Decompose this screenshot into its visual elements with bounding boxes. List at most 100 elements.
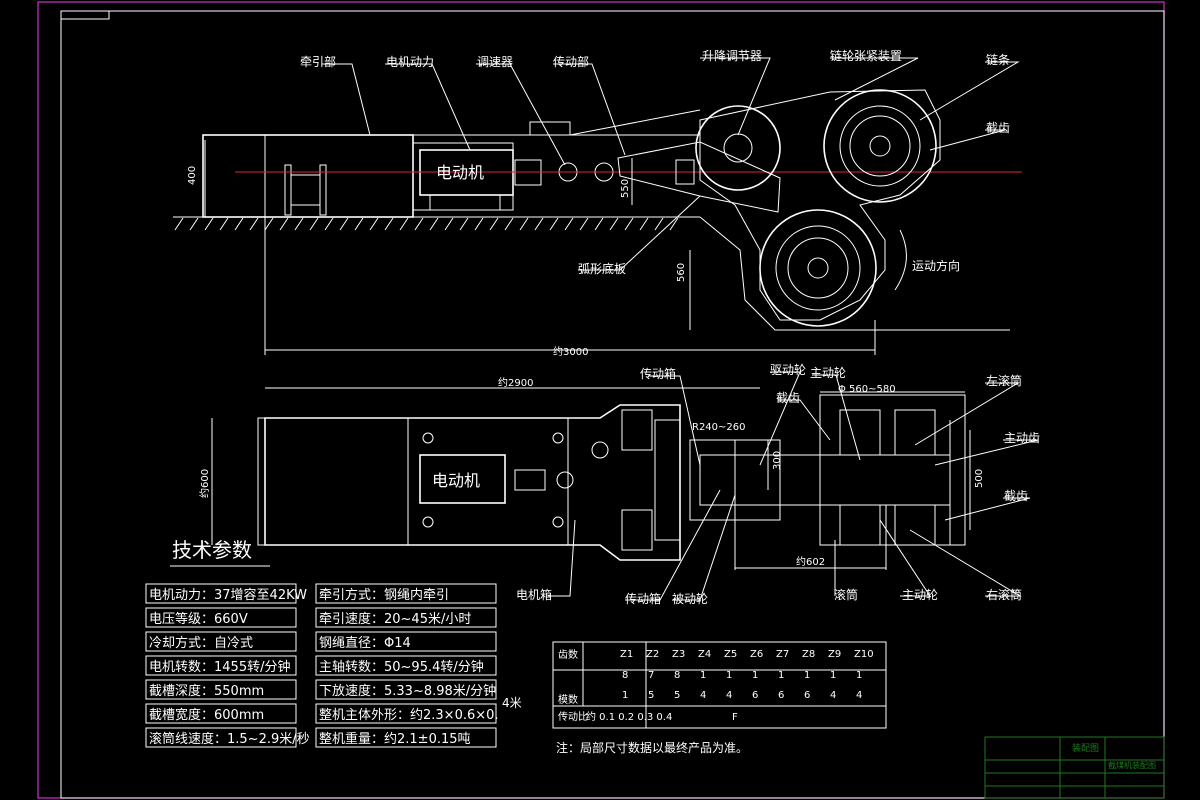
tech-side-note: 4米	[502, 696, 522, 710]
label-motor-box: 电机箱	[516, 587, 552, 602]
spec-item: 电机动力：37增容至42KW	[149, 587, 307, 603]
dim-plan-length: 约2900	[498, 376, 533, 389]
label-teeth-top: 截齿	[776, 391, 800, 405]
spec-box	[315, 655, 497, 676]
tech-heading: 技术参数	[172, 538, 252, 562]
spec-box	[315, 631, 497, 652]
gear-teeth-value: 8	[622, 670, 628, 681]
row3-label: 传动比	[558, 711, 588, 723]
gear-teeth-value: 8	[674, 670, 680, 681]
spec-box	[315, 703, 497, 724]
label-teeth: 截齿	[986, 121, 1010, 135]
spec-box	[315, 607, 497, 628]
gear-module-value: 6	[752, 690, 758, 701]
label-transmission: 传动部	[553, 54, 589, 69]
label-motion-dir: 运动方向	[912, 258, 960, 273]
dim-400: 400	[187, 166, 198, 185]
spec-box	[145, 655, 297, 676]
spec-item: 电压等级：660V	[149, 611, 248, 627]
spec-box	[145, 607, 297, 628]
spec-item: 截槽深度：550mm	[149, 683, 264, 699]
dim-602: 约602	[796, 555, 825, 568]
gear-teeth-value: 7	[648, 670, 654, 681]
label-arc-board: 弧形底板	[578, 261, 626, 276]
gear-col-header: Z5	[724, 649, 737, 660]
dim-radius: R240~260	[692, 422, 746, 433]
spec-box	[145, 631, 297, 652]
dim-550: 550	[620, 179, 631, 198]
spec-item: 钢绳直径：Φ14	[319, 636, 411, 651]
spec-box	[145, 679, 297, 700]
label-main-gear: 主动齿	[1004, 431, 1040, 445]
row1-label: 齿数	[558, 648, 578, 661]
frame-border	[60, 10, 1165, 799]
gear-module-value: 6	[804, 690, 810, 701]
spec-item: 牵引方式：钢绳内牵引	[319, 587, 449, 603]
gear-col-header: Z3	[672, 649, 685, 660]
label-driven-wheel: 被动轮	[672, 592, 708, 606]
gear-col-header: Z9	[828, 649, 841, 660]
gear-module-value: 5	[648, 690, 654, 701]
gear-col-header: Z10	[854, 649, 874, 660]
gear-module-value: 1	[622, 690, 628, 701]
spec-item: 截槽宽度：600mm	[149, 707, 264, 723]
gear-module-value: 5	[674, 690, 680, 701]
spec-item: 整机主体外形：约2.3×0.6×0.	[319, 708, 499, 723]
row2-label: 模数	[558, 693, 578, 706]
gear-col-header: Z1	[620, 649, 633, 660]
label-driving-wheel-top: 主动轮	[810, 366, 846, 380]
corner-tag	[60, 10, 110, 20]
label-lift-adjust: 升降调节器	[702, 49, 762, 63]
spec-item: 滚筒线速度：1.5~2.9米/秒	[149, 731, 310, 747]
gear-col-header: Z8	[802, 649, 815, 660]
spec-item: 电机转数：1455转/分钟	[149, 659, 290, 675]
label-chain: 链条	[986, 52, 1010, 67]
gear-teeth-value: 1	[804, 670, 810, 681]
spec-box	[315, 727, 497, 748]
gear-teeth-value: 1	[752, 670, 758, 681]
label-adjust-device: 调速器	[477, 55, 513, 69]
gear-module-value: 4	[856, 690, 862, 701]
label-chain-tension: 链轮张紧装置	[830, 48, 902, 63]
gear-col-header: Z6	[750, 649, 763, 660]
gear-teeth-value: 1	[830, 670, 836, 681]
note-cell: F	[732, 712, 738, 723]
label-teeth-right: 截齿	[1004, 489, 1028, 503]
tech-params: 技术参数 电机动力：37增容至42KW 电压等级：660V 冷却方式：自冷式电机转数…	[145, 538, 522, 748]
gear-module-value: 4	[726, 690, 732, 701]
label-left-drum: 左滚筒	[986, 373, 1022, 388]
gear-module-value: 4	[700, 690, 706, 701]
gear-col-header: Z7	[776, 649, 789, 660]
spec-box	[315, 583, 497, 604]
label-driving-wheel-b: 主动轮	[902, 588, 938, 602]
footnote: 注：局部尺寸数据以最终产品为准。	[556, 740, 748, 755]
gear-teeth-value: 1	[778, 670, 784, 681]
title-block-title: 截煤机装配图	[1108, 760, 1156, 770]
label-motor-power: 电机动力	[386, 55, 434, 69]
label-gear-box: 传动箱	[640, 366, 676, 381]
spec-item: 主轴转数：50~95.4转/分钟	[319, 659, 484, 675]
label-right-drum: 右滚筒	[986, 587, 1022, 602]
row3-values: 约 0.1 0.2 0.3 0.4	[586, 710, 672, 723]
title-block-name: 装配图	[1072, 742, 1099, 754]
dim-300: 300	[772, 451, 783, 470]
plan-view: 约2900	[198, 363, 1040, 606]
gear-teeth-value: 1	[700, 670, 706, 681]
spec-item: 整机重量：约2.1±0.15吨	[319, 731, 471, 747]
title-block: 装配图 截煤机装配图	[984, 736, 1165, 799]
gear-teeth-value: 1	[726, 670, 732, 681]
gear-table: Z181Z275Z385Z414Z514Z616Z716Z816Z914Z101…	[552, 641, 887, 729]
label-traction: 牵引部	[300, 54, 336, 69]
spec-item: 冷却方式：自冷式	[149, 635, 253, 651]
label-drive-wheel: 驱动轮	[770, 363, 806, 377]
label-gear-box-b: 传动箱	[625, 591, 661, 606]
plan-motor-label: 电动机	[432, 471, 480, 490]
gear-module-value: 4	[830, 690, 836, 701]
dim-total-length: 约3000	[553, 345, 588, 358]
spec-box	[145, 727, 297, 748]
label-drum: 滚筒	[834, 587, 858, 602]
side-motor-label: 电动机	[436, 163, 484, 182]
gear-module-value: 6	[778, 690, 784, 701]
gear-teeth-value: 1	[856, 670, 862, 681]
